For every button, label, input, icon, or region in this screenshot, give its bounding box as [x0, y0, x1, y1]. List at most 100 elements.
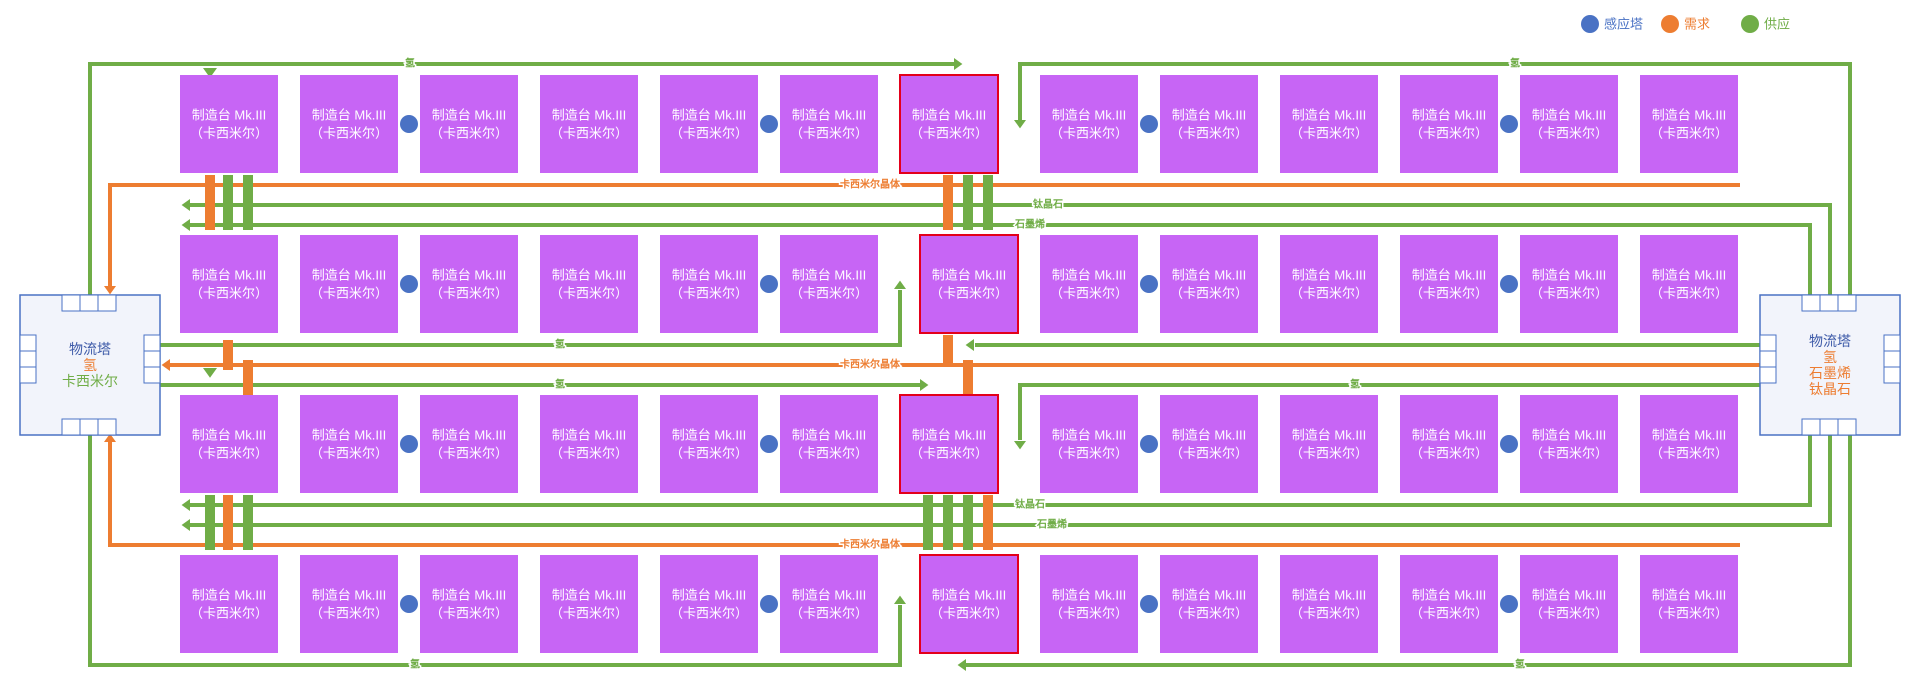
tower-port-right: [1883, 334, 1901, 352]
hydrogen-belt-bottom-left: [88, 430, 902, 667]
tower-port-left: [1759, 334, 1777, 352]
machine-box: [1040, 235, 1138, 333]
machine-label: 制造台 Mk.III: [1652, 268, 1726, 283]
machine-sublabel: （卡西米尔）: [790, 286, 868, 301]
center-tap-bar-top-2: [983, 175, 993, 230]
titanium-label-lower: 钛晶石: [1015, 498, 1045, 511]
hydrogen-arrow-top-right: [1014, 120, 1026, 129]
machine-box: [1040, 75, 1138, 173]
machine-box: [1520, 235, 1618, 333]
machine-label: 制造台 Mk.III: [792, 268, 866, 283]
machine-label: 制造台 Mk.III: [192, 428, 266, 443]
machine-label: 制造台 Mk.III: [792, 588, 866, 603]
machine-box: [1280, 235, 1378, 333]
beacon-dot: [1500, 115, 1518, 133]
machine-sublabel: （卡西米尔）: [790, 446, 868, 461]
machine-label: 制造台 Mk.III: [1292, 588, 1366, 603]
machine-assembler: 制造台 Mk.III（卡西米尔）: [1040, 555, 1138, 653]
titanium-belt-upper: [190, 203, 1832, 295]
tower-port-left: [19, 350, 37, 368]
tower-title: 物流塔: [1809, 333, 1851, 349]
graphene-arrow-upper: [181, 219, 190, 231]
machine-box: [540, 75, 638, 173]
machine-box: [540, 235, 638, 333]
center-tap-bar-bottom-1: [943, 495, 953, 550]
machine-box: [1520, 75, 1618, 173]
machine-label: 制造台 Mk.III: [1652, 428, 1726, 443]
machine-layer: 制造台 Mk.III（卡西米尔）制造台 Mk.III（卡西米尔）制造台 Mk.I…: [180, 74, 1738, 654]
hydrogen-label-mid-left-lower: 氢: [555, 378, 565, 391]
machine-sublabel: （卡西米尔）: [190, 606, 268, 621]
machine-assembler: 制造台 Mk.III（卡西米尔）: [180, 235, 278, 333]
beacon-dot: [400, 435, 418, 453]
hydrogen-arrow-mid-left-lower: [920, 379, 929, 391]
machine-assembler-highlighted: 制造台 Mk.III（卡西米尔）: [919, 554, 1019, 654]
titanium-label-upper: 钛晶石: [1033, 198, 1063, 211]
graphene-arrow-lower: [181, 519, 190, 531]
tower-port-top: [97, 294, 117, 312]
machine-assembler: 制造台 Mk.III（卡西米尔）: [300, 235, 398, 333]
graphene-belt-upper: [190, 223, 1812, 295]
machine-assembler: 制造台 Mk.III（卡西米尔）: [540, 235, 638, 333]
beacon-dot: [1500, 275, 1518, 293]
tower-port-left: [1759, 366, 1777, 384]
machine-box: [660, 395, 758, 493]
hydrogen-arrow-mid-right-lower: [1014, 441, 1026, 450]
machine-box: [1400, 235, 1498, 333]
machine-label: 制造台 Mk.III: [1052, 108, 1126, 123]
machine-assembler: 制造台 Mk.III（卡西米尔）: [1640, 555, 1738, 653]
machine-box: [1160, 75, 1258, 173]
tower-port-left: [19, 334, 37, 352]
machine-sublabel: （卡西米尔）: [310, 606, 388, 621]
legend-label: 感应塔: [1604, 17, 1643, 32]
machine-assembler: 制造台 Mk.III（卡西米尔）: [1520, 75, 1618, 173]
machine-box: [660, 75, 758, 173]
tower-item: 氢: [1823, 349, 1837, 365]
legend-label: 需求: [1684, 17, 1710, 32]
machine-sublabel: （卡西米尔）: [190, 446, 268, 461]
graphene-label-upper: 石墨烯: [1014, 218, 1045, 231]
machine-sublabel: （卡西米尔）: [190, 126, 268, 141]
machine-box: [1280, 395, 1378, 493]
legend-swatch: [1661, 15, 1679, 33]
machine-box: [420, 555, 518, 653]
machine-assembler: 制造台 Mk.III（卡西米尔）: [780, 395, 878, 493]
machine-assembler: 制造台 Mk.III（卡西米尔）: [540, 75, 638, 173]
crystal-arrow-lower: [104, 433, 116, 442]
machine-label: 制造台 Mk.III: [432, 108, 506, 123]
hydrogen-arrow-mid-left-upper: [894, 280, 906, 289]
belt-label-layer: 氢氢氢氢氢氢氢卡西米尔晶体卡西米尔晶体卡西米尔晶体钛晶石石墨烯钛晶石石墨烯: [404, 55, 1527, 672]
machine-box: [420, 75, 518, 173]
machine-sublabel: （卡西米尔）: [1410, 126, 1488, 141]
machine-box: [180, 555, 278, 653]
machine-assembler: 制造台 Mk.III（卡西米尔）: [1280, 75, 1378, 173]
machine-sublabel: （卡西米尔）: [1650, 286, 1728, 301]
center-tap-crystal-mid: [943, 335, 953, 365]
machine-assembler: 制造台 Mk.III（卡西米尔）: [660, 555, 758, 653]
machine-sublabel: （卡西米尔）: [1290, 606, 1368, 621]
hydrogen-belt-bottom-right: [965, 430, 1852, 667]
tower-item: 卡西米尔: [62, 373, 118, 389]
machine-sublabel: （卡西米尔）: [550, 126, 628, 141]
machine-label: 制造台 Mk.III: [672, 428, 746, 443]
machine-box: [1280, 555, 1378, 653]
machine-assembler: 制造台 Mk.III（卡西米尔）: [1160, 75, 1258, 173]
machine-label: 制造台 Mk.III: [1532, 268, 1606, 283]
crystal-label-upper: 卡西米尔晶体: [840, 178, 901, 191]
machine-sublabel: （卡西米尔）: [670, 126, 748, 141]
machine-sublabel: （卡西米尔）: [1650, 446, 1728, 461]
hydrogen-label-mid-left-upper: 氢: [555, 338, 565, 351]
machine-label: 制造台 Mk.III: [1532, 428, 1606, 443]
machine-label: 制造台 Mk.III: [932, 268, 1006, 283]
machine-box: [1400, 75, 1498, 173]
tower-port-bottom: [79, 418, 99, 436]
machine-sublabel: （卡西米尔）: [310, 286, 388, 301]
beacon-dot: [400, 115, 418, 133]
machine-sublabel: （卡西米尔）: [1050, 446, 1128, 461]
beacon-dot: [1140, 275, 1158, 293]
machine-assembler: 制造台 Mk.III（卡西米尔）: [1160, 235, 1258, 333]
machine-assembler-highlighted: 制造台 Mk.III（卡西米尔）: [899, 74, 999, 174]
machine-box: [1640, 75, 1738, 173]
beacon-dot: [760, 435, 778, 453]
machine-sublabel: （卡西米尔）: [1410, 446, 1488, 461]
